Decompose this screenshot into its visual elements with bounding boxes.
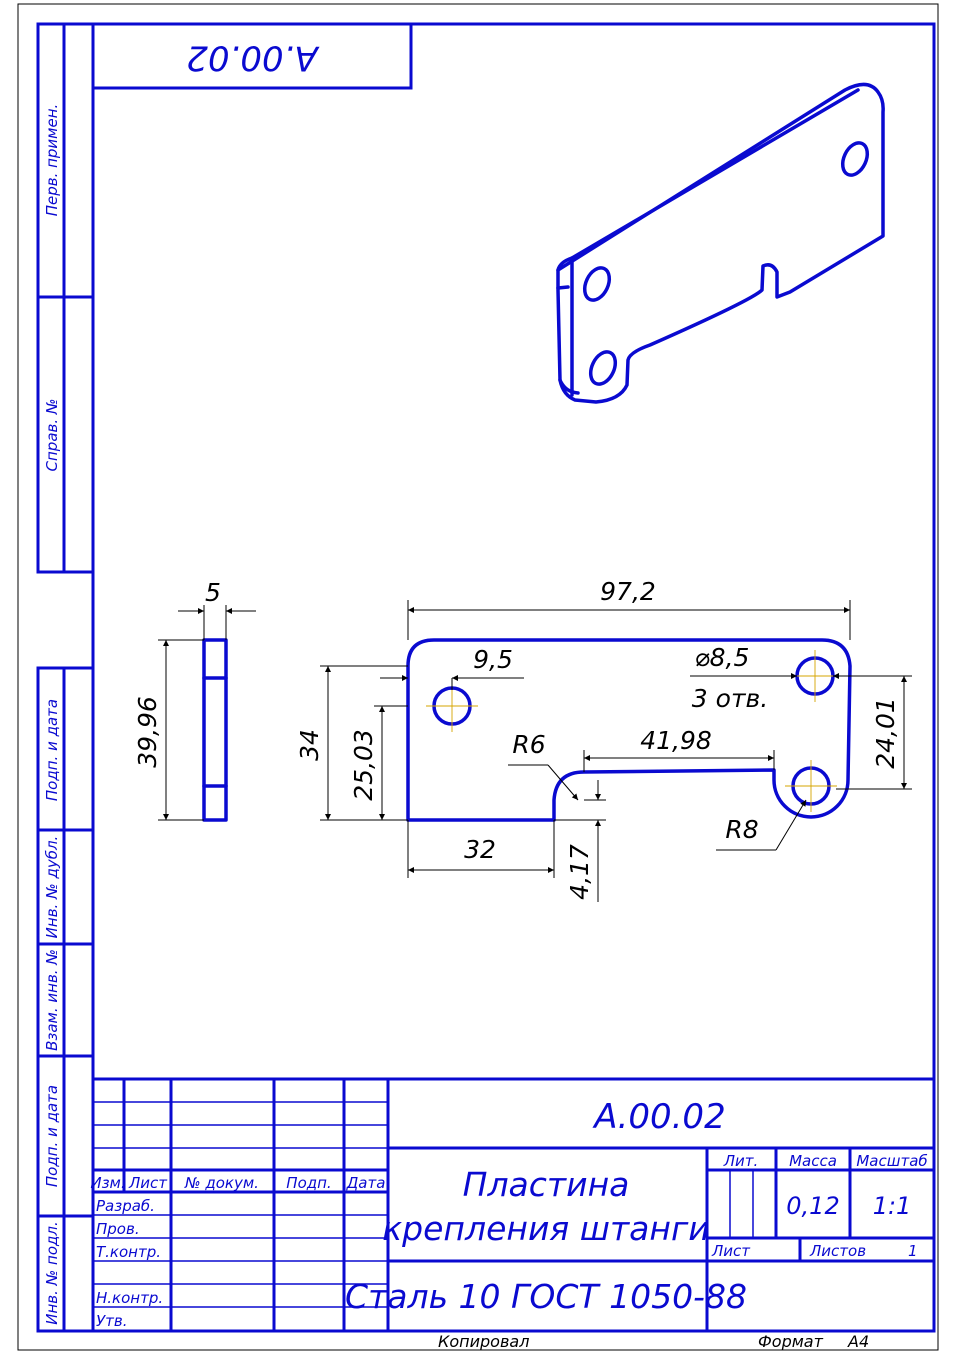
tb-nkontr: Н.контр.: [96, 1289, 163, 1307]
dim-hole-dia: ⌀8,5: [695, 643, 750, 672]
front-view: 97,2 9,5 ⌀8,5 3 отв. 34 25,03 R6 41,98 2…: [295, 577, 912, 902]
tb-prov: Пров.: [96, 1220, 140, 1238]
tb-sheets-value: 1: [908, 1242, 918, 1260]
isometric-view: [556, 82, 885, 404]
tb-scale-value: 1:1: [873, 1192, 912, 1220]
tb-masshtab: Масштаб: [856, 1152, 927, 1170]
dim-hole-offset: 9,5: [473, 645, 513, 674]
side-label-perv-primen: Перв. примен.: [43, 104, 61, 217]
dim-step-417: 4,17: [565, 844, 594, 900]
dim-radius-r6: R6: [512, 730, 545, 759]
side-label-vzam-inv: Взам. инв. №: [43, 949, 61, 1051]
tb-name-line2: крепления штанги: [382, 1209, 710, 1248]
dim-height-34: 34: [295, 729, 324, 761]
side-view: 5 39,96: [133, 578, 256, 822]
tb-data: Дата: [346, 1174, 386, 1192]
tb-mass-value: 0,12: [786, 1192, 839, 1220]
footer-format-label: Формат: [758, 1332, 824, 1351]
tb-list-col: Лист: [128, 1174, 168, 1192]
dim-slot-length: 41,98: [640, 726, 712, 755]
side-label-podp-data-1: Подп. и дата: [43, 699, 61, 801]
tb-massa: Масса: [789, 1152, 837, 1170]
footer-format-value: А4: [847, 1332, 869, 1351]
dim-radius-r8: R8: [725, 815, 758, 844]
dim-right-height: 24,01: [871, 697, 900, 769]
tb-izm: Изм.: [90, 1174, 125, 1192]
tb-doc-no: № докум.: [184, 1174, 259, 1192]
outer-sheet-border: [17, 3, 939, 1351]
title-block: Изм. Лист № докум. Подп. Дата Разраб. Пр…: [90, 1077, 936, 1333]
footer-copied-label: Копировал: [438, 1332, 529, 1351]
dim-bottom-32: 32: [464, 835, 496, 864]
tb-list: Лист: [711, 1242, 751, 1260]
rotated-designation-box: А.00.02: [91, 22, 413, 90]
side-stamp-column: Перв. примен. Справ. № Подп. и дата Инв.…: [36, 22, 95, 1333]
side-label-podp-data-2: Подп. и дата: [43, 1085, 61, 1187]
dim-hole-count: 3 отв.: [692, 684, 768, 713]
dim-height-side: 39,96: [133, 696, 162, 768]
side-label-inv-podl: Инв. № подл.: [43, 1221, 61, 1324]
tb-name-line1: Пластина: [463, 1165, 630, 1204]
tb-podp: Подп.: [286, 1174, 331, 1192]
tb-razrab: Разраб.: [96, 1197, 155, 1215]
rotated-designation-text: А.00.02: [186, 38, 319, 78]
tb-utv: Утв.: [96, 1312, 128, 1330]
dim-thickness: 5: [205, 578, 221, 607]
dim-height-2503: 25,03: [349, 729, 378, 801]
tb-material: Сталь 10 ГОСТ 1050-88: [345, 1277, 747, 1316]
dim-overall-length: 97,2: [600, 577, 656, 606]
tb-listov: Листов: [809, 1242, 866, 1260]
tb-designation: А.00.02: [592, 1097, 725, 1137]
side-label-sprav: Справ. №: [43, 399, 61, 472]
tb-tkontr: Т.контр.: [96, 1243, 161, 1261]
side-label-inv-dubl: Инв. № дубл.: [43, 836, 61, 939]
tb-lit: Лит.: [723, 1152, 759, 1170]
